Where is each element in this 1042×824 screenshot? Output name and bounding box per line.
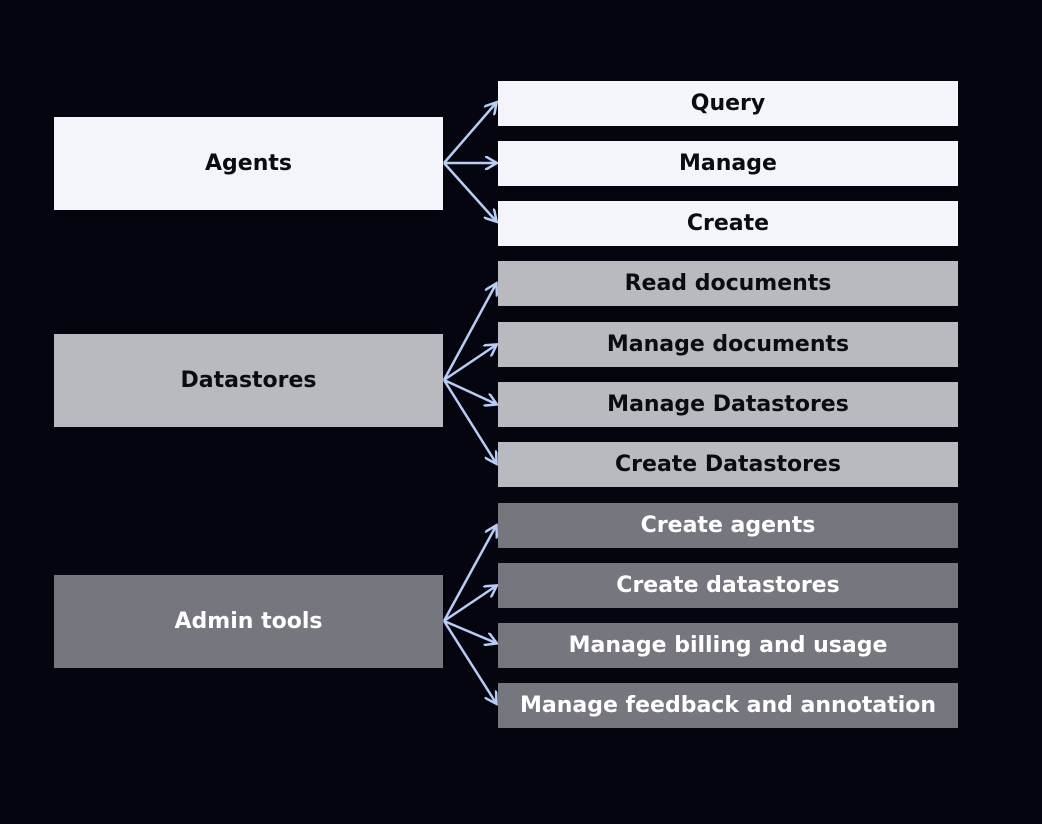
item-manage-billing-and-usage: Manage billing and usage (498, 623, 958, 668)
arrow-2-3 (442, 620, 496, 703)
arrow-2-0 (442, 526, 496, 622)
arrow-2-1 (443, 586, 496, 623)
arrow-2-2 (443, 619, 496, 643)
item-create-datastores-admin: Create datastores (498, 563, 958, 608)
item-manage-datastores: Manage Datastores (498, 382, 958, 427)
item-create: Create (498, 201, 958, 246)
arrow-1-1 (443, 345, 496, 382)
item-query: Query (498, 81, 958, 126)
group-agents: Agents (54, 117, 443, 210)
group-admin-tools: Admin tools (54, 575, 443, 668)
item-create-datastores: Create Datastores (498, 442, 958, 487)
item-manage-feedback-and-annotation: Manage feedback and annotation (498, 683, 958, 728)
arrow-1-0 (442, 284, 496, 381)
item-manage: Manage (498, 141, 958, 186)
arrow-1-2 (443, 378, 496, 404)
group-datastores: Datastores (54, 334, 443, 427)
item-read-documents: Read documents (498, 261, 958, 306)
arrow-0-2 (443, 162, 496, 221)
arrow-0-0 (443, 103, 496, 164)
item-create-agents: Create agents (498, 503, 958, 548)
arrow-1-3 (442, 379, 496, 463)
item-manage-documents: Manage documents (498, 322, 958, 367)
